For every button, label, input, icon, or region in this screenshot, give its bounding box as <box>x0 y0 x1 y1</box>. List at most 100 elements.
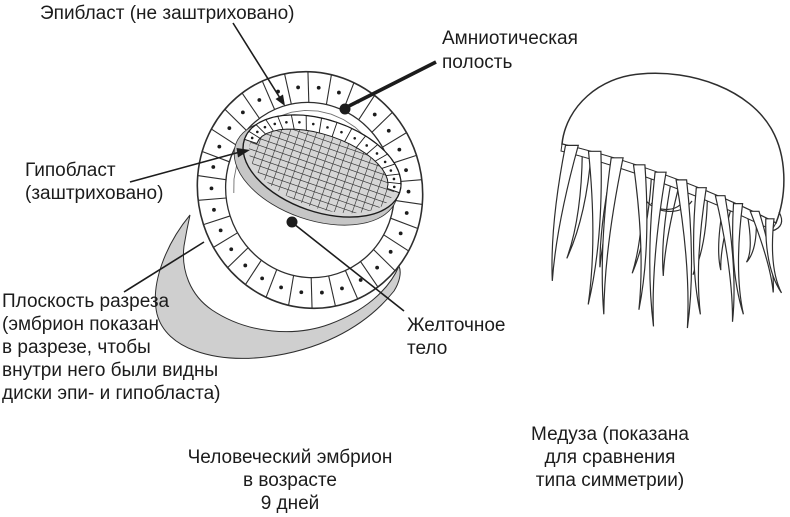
cut-plane-shade <box>154 214 401 359</box>
hatch-line <box>254 122 403 175</box>
hatch-line <box>308 128 337 208</box>
label-cut-plane-line: диски эпи- и гипобласта) <box>2 383 221 404</box>
epiblast-cell-nucleus <box>311 122 315 126</box>
cell-nucleus <box>299 290 304 295</box>
label-cut-plane-line: внутри него были видны <box>2 360 219 381</box>
cell-wall <box>227 247 249 269</box>
cell-nucleus <box>240 110 245 115</box>
cell-nucleus <box>260 276 265 281</box>
epiblast-cell-nucleus <box>353 137 357 140</box>
cell-nucleus <box>404 211 409 215</box>
cell-wall <box>344 270 359 300</box>
cell-nucleus <box>209 186 214 191</box>
cell-wall <box>265 269 278 298</box>
caption-medusa-line: для сравнения <box>544 447 676 468</box>
epiblast-cell-wall <box>255 124 266 135</box>
epiblast-cell-nucleus <box>250 136 254 140</box>
epiblast-cell-nucleus <box>383 160 387 164</box>
label-hypoblast: Гипобласт (заштриховано) <box>25 159 163 205</box>
epiblast-cell-wall <box>386 173 400 176</box>
hatch-line <box>250 135 399 187</box>
cut-plane-leader-line <box>123 241 205 293</box>
tentacle <box>662 180 682 276</box>
caption-embryo-line: Человеческий эмбрион <box>187 447 393 468</box>
cell-nucleus <box>398 231 403 236</box>
label-cut-plane-line: (эмбрион показан <box>2 314 159 335</box>
embryo-drawing <box>154 70 424 359</box>
cell-wall <box>211 128 237 146</box>
epiblast-cell-wall <box>375 153 388 162</box>
tentacle <box>649 171 667 327</box>
medusa-bell-rim-hook <box>771 211 783 232</box>
epiblast-cell-nucleus <box>326 126 329 129</box>
amniotic-cavity-leader-line <box>346 60 437 109</box>
label-cut-plane-line: Плоскость разреза <box>2 291 170 312</box>
cell-nucleus <box>227 126 232 131</box>
cell-nucleus <box>243 263 248 268</box>
cell-nucleus <box>320 290 324 295</box>
label-hypoblast-line: (заштриховано) <box>25 183 164 204</box>
amniotic-cavity-dot <box>339 103 351 115</box>
label-yolk-line: Желточное <box>407 315 506 336</box>
hatch-line <box>284 120 313 200</box>
cell-wall <box>307 71 310 103</box>
tentacle <box>566 151 592 259</box>
cell-wall <box>241 92 260 119</box>
cell-nucleus <box>217 144 222 149</box>
hatch-line <box>324 133 353 214</box>
epiblast-cell-wall <box>290 114 295 130</box>
tentacle <box>632 164 648 310</box>
caption-medusa-line: типа симметрии) <box>535 470 685 491</box>
cell-wall <box>325 74 332 105</box>
cell-nucleus <box>218 228 223 233</box>
cell-wall <box>390 217 418 230</box>
epiblast-cell-wall <box>387 181 402 185</box>
hatch-line <box>292 122 321 203</box>
yolk-leader-line <box>293 223 405 312</box>
hatch-line <box>316 131 345 211</box>
cell-nucleus <box>229 247 234 252</box>
epiblast-cell-wall <box>355 135 366 148</box>
cell-nucleus <box>404 168 408 173</box>
epiblast-cell-nucleus <box>273 122 277 126</box>
epiblast-cell-wall <box>248 130 261 139</box>
epiblast-cell-wall <box>331 122 338 137</box>
cell-wall <box>244 259 262 285</box>
cell-nucleus <box>340 286 344 291</box>
cell-wall <box>358 95 376 121</box>
epiblast-cell-band <box>243 114 402 194</box>
tentacle <box>714 195 735 322</box>
cell-wall <box>198 197 227 201</box>
label-epiblast: Эпибласт (не заштриховано) <box>40 2 294 25</box>
tentacle <box>765 218 783 294</box>
epiblast-leader-line <box>232 22 281 99</box>
cell-wall <box>213 232 238 248</box>
label-amniotic-cavity: Амниотическая полость <box>442 27 578 75</box>
hatch-line <box>248 141 397 193</box>
caption-embryo-line: 9 дней <box>260 493 320 514</box>
caption-embryo: Человеческий эмбрион в возрасте 9 дней <box>165 446 415 515</box>
cell-nucleus <box>406 189 411 194</box>
hatch-line <box>300 125 329 206</box>
epiblast-cell-nucleus <box>285 120 288 124</box>
cell-wall <box>203 215 231 226</box>
hatch-line <box>252 129 401 181</box>
epiblast-cell-nucleus <box>340 130 343 134</box>
epiblast-cell-walls <box>248 114 402 185</box>
hatch-line <box>276 117 305 197</box>
epiblast-cell-nucleus <box>263 125 267 129</box>
epiblast-cell-wall <box>381 163 395 169</box>
hatch-line <box>246 147 395 199</box>
cell-wall <box>382 132 407 148</box>
cell-nucleus <box>316 85 321 90</box>
cell-nucleus <box>337 90 341 95</box>
hatch-line <box>240 165 388 218</box>
cell-nucleus <box>212 207 216 212</box>
label-hypoblast-line: Гипобласт <box>25 160 116 181</box>
cell-nucleus <box>388 249 393 254</box>
tentacle <box>551 144 580 281</box>
cell-nucleus <box>296 85 300 90</box>
epiblast-cell-nucleus <box>365 144 369 147</box>
